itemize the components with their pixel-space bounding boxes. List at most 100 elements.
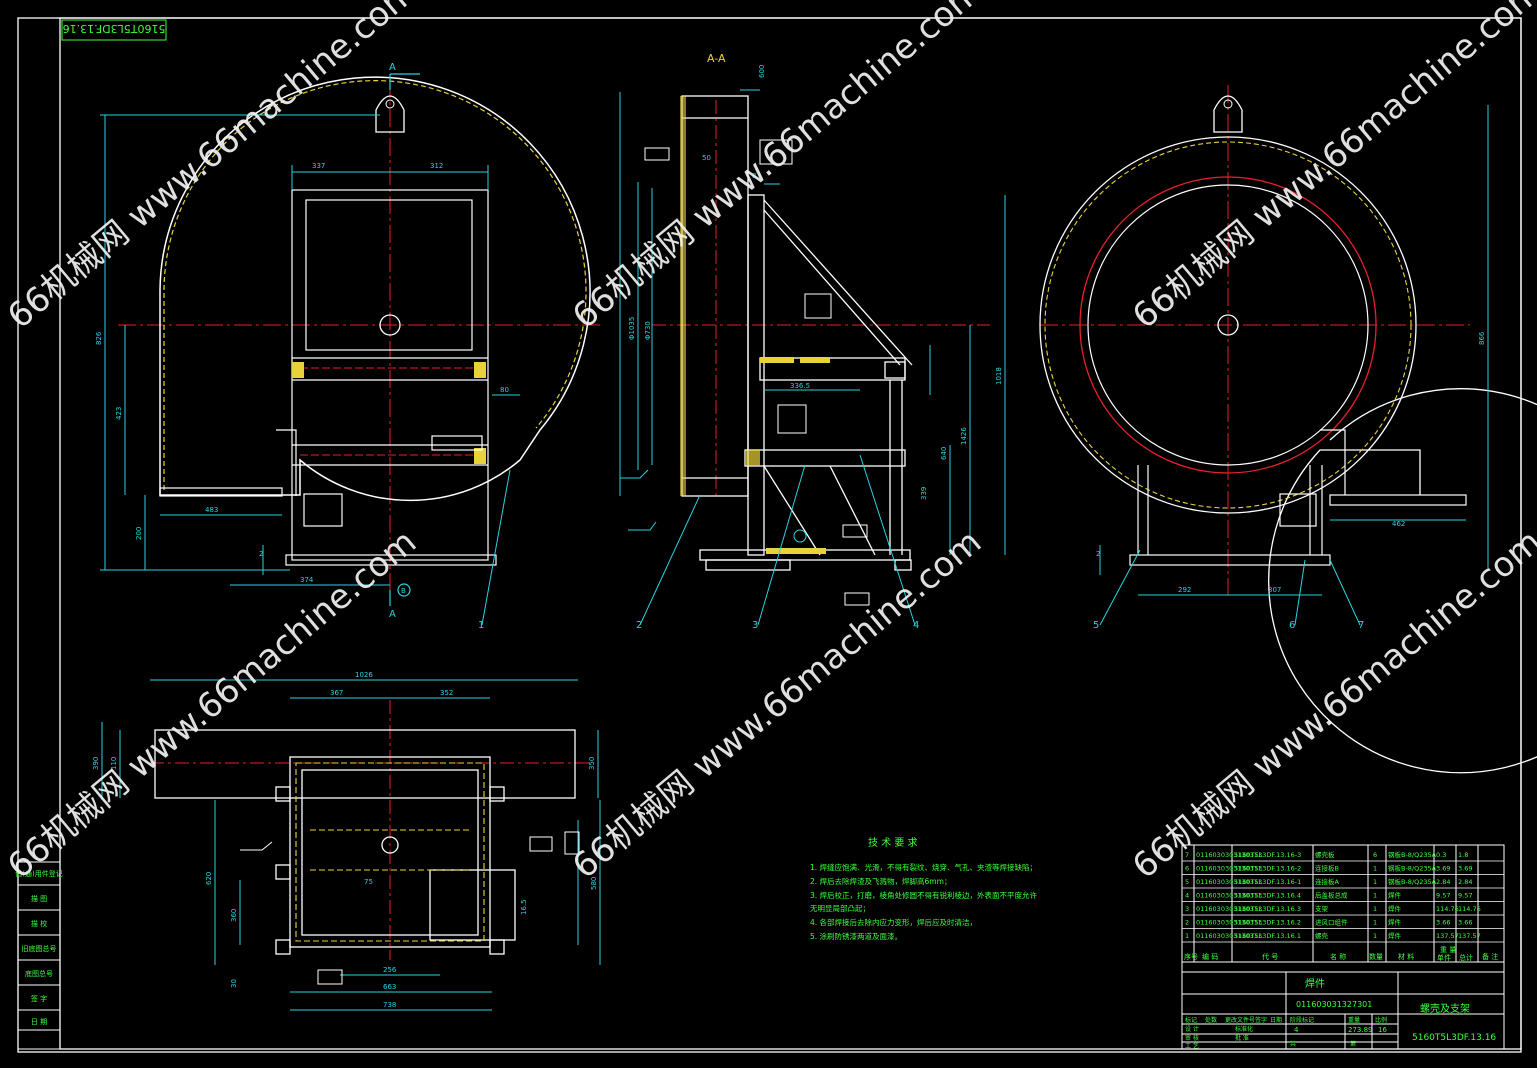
dim-plan-13: 30: [230, 979, 238, 988]
parts-cell-qty: 1: [1373, 905, 1377, 913]
parts-header-code: 编 码: [1202, 952, 1218, 961]
parts-header-unit: 单件: [1437, 953, 1451, 962]
title-weight: 273.89: [1348, 1026, 1373, 1034]
dim-plan-12: 738: [383, 1001, 396, 1009]
title-footer-labels: 标记处数更改文件号签字日期设 计审 核工 艺标准化批 准阶段标记重量比例共第: [1185, 1016, 1387, 1050]
dim-front-8: 80: [500, 386, 509, 394]
dim-plan-5: 350: [588, 757, 596, 770]
parts-cell-unit: 9.57: [1436, 892, 1450, 900]
title-footer-label: 批 准: [1235, 1034, 1249, 1042]
title-footer-label: 标记: [1185, 1016, 1197, 1024]
side-stamp-3: 旧底图总号: [22, 944, 57, 953]
tech-note-4: 4. 各部焊接后去除内应力变形，焊后应及时清洁，: [810, 917, 977, 927]
section-view: A-A: [619, 52, 1006, 631]
parts-cell-unit: 114.76: [1436, 905, 1459, 913]
parts-cell-total: 3.66: [1458, 919, 1472, 927]
dim-right-2: 292: [1178, 586, 1191, 594]
dim-plan-3: 390: [92, 757, 100, 770]
sheet-border: [17, 17, 1522, 1053]
parts-cell-code: 0116030303130313: [1196, 865, 1262, 873]
lifting-lug: [375, 95, 405, 133]
parts-cell-drawing: 5160T5L3DF.13.16.4: [1234, 892, 1301, 900]
side-stamp-0: 借(通)用件登记: [15, 869, 62, 878]
dim-section-11: 640: [940, 447, 948, 460]
parts-cell-qty: 6: [1373, 851, 1377, 859]
callout-6: 6: [1289, 620, 1295, 631]
volute-outline: [159, 76, 591, 502]
dim-section-9: 1018: [995, 367, 1003, 385]
parts-header-qty: 数量: [1369, 952, 1383, 961]
section-mark-b: B: [401, 587, 406, 595]
section-mark-top: A: [389, 62, 396, 73]
parts-cell-name: 连接板A: [1315, 877, 1340, 886]
right-volute-outline: [1268, 388, 1537, 774]
parts-cell-total: 1.8: [1458, 851, 1468, 859]
section-frame: [699, 194, 913, 571]
parts-cell-unit: 2.84: [1436, 878, 1450, 886]
dim-plan-11: 663: [383, 983, 396, 991]
parts-cell-name: 进风口组件: [1315, 918, 1348, 927]
parts-header-name: 名 称: [1330, 952, 1346, 961]
side-stamp-4: 底图总号: [25, 969, 53, 978]
callout-3: 3: [752, 620, 758, 631]
dim-plan-7: 580: [590, 877, 598, 890]
dim-plan-4: 110: [110, 757, 118, 770]
dim-section-5: Φ730: [644, 321, 652, 340]
parts-cell-no: 1: [1185, 932, 1189, 940]
parts-cell-code: 0116030303130313: [1196, 905, 1262, 913]
tech-note-2: 2. 焊后去除焊渣及飞溅物，焊脚高6mm；: [810, 876, 951, 886]
parts-cell-drawing: 5160T5L3DF.13.16.3: [1234, 905, 1301, 913]
parts-cell-unit: 3.66: [1436, 919, 1450, 927]
parts-header-remark: 备 注: [1482, 952, 1498, 961]
parts-cell-qty: 1: [1373, 892, 1377, 900]
dim-front-4: 200: [135, 527, 143, 540]
dim-section-8: 336.5: [790, 382, 810, 390]
parts-cell-qty: 1: [1373, 878, 1377, 886]
code-label: 011603031327301: [1296, 1000, 1372, 1009]
shaft-hole: [379, 314, 401, 336]
dim-front-1: 312: [430, 162, 443, 170]
side-stamp: 借(通)用件登记 描 图 描 校 旧底图总号 底图总号 签 字 日 期: [15, 861, 63, 1050]
dim-section-1: 50: [702, 154, 711, 162]
parts-header-material: 材 料: [1398, 952, 1414, 961]
parts-header-total: 总计: [1459, 953, 1473, 962]
title-footer-label: 处数: [1205, 1016, 1217, 1024]
right-dimensions: [1099, 105, 1489, 596]
parts-cell-code: 0116030303130313: [1196, 932, 1262, 940]
title-footer-label: 日期: [1270, 1016, 1282, 1024]
code-stamp: 5160T5L3DF.13.16: [61, 19, 167, 41]
callout-2: 2: [636, 620, 642, 631]
parts-cell-drawing: 5160T5L3DF.13.16-3: [1234, 851, 1301, 859]
right-view: 866 2 292 307 462 5 6 7: [1039, 85, 1537, 774]
tech-notes-title: 技 术 要 求: [868, 836, 918, 849]
dim-plan-8: 75: [364, 878, 373, 886]
parts-cell-total: 9.57: [1458, 892, 1472, 900]
dim-plan-10: 256: [383, 966, 397, 974]
title-footer-label: 更改文件号: [1225, 1016, 1255, 1024]
parts-cell-material: 焊件: [1388, 904, 1402, 913]
dim-front-7: 374: [300, 576, 314, 584]
front-view: 337 312 826 423 200 2 483 374 80 A A B 1: [95, 62, 600, 631]
parts-cell-total: 2.84: [1458, 878, 1472, 886]
parts-cell-name: 后盖板总成: [1315, 891, 1348, 900]
title-footer-label: 工 艺: [1185, 1042, 1199, 1050]
parts-cell-unit: 3.69: [1436, 865, 1450, 873]
parts-header-drawing: 代 号: [1262, 952, 1278, 961]
parts-cell-name: 螺壳板: [1315, 850, 1335, 859]
dim-right-3: 307: [1268, 586, 1281, 594]
parts-cell-drawing: 5160T5L3DF.13.16.2: [1234, 919, 1301, 927]
parts-cell-no: 5: [1185, 878, 1189, 886]
title-footer-label: 签字: [1255, 1016, 1267, 1024]
parts-cell-no: 4: [1185, 892, 1189, 900]
parts-cell-qty: 1: [1373, 932, 1377, 940]
weld-label: 焊件: [1305, 978, 1325, 990]
dim-right-0: 866: [1478, 331, 1486, 345]
parts-cell-code: 0116030303130313: [1196, 919, 1262, 927]
dim-plan-15: 16.5: [520, 899, 528, 915]
front-dimensions: [100, 114, 520, 586]
dim-section-12: 339: [920, 487, 928, 500]
tech-note-1: 1. 焊缝应饱满、光滑，不得有裂纹、烧穿、气孔、夹渣等焊接缺陷；: [810, 862, 1037, 872]
title-footer-label: 阶段标记: [1290, 1016, 1314, 1024]
